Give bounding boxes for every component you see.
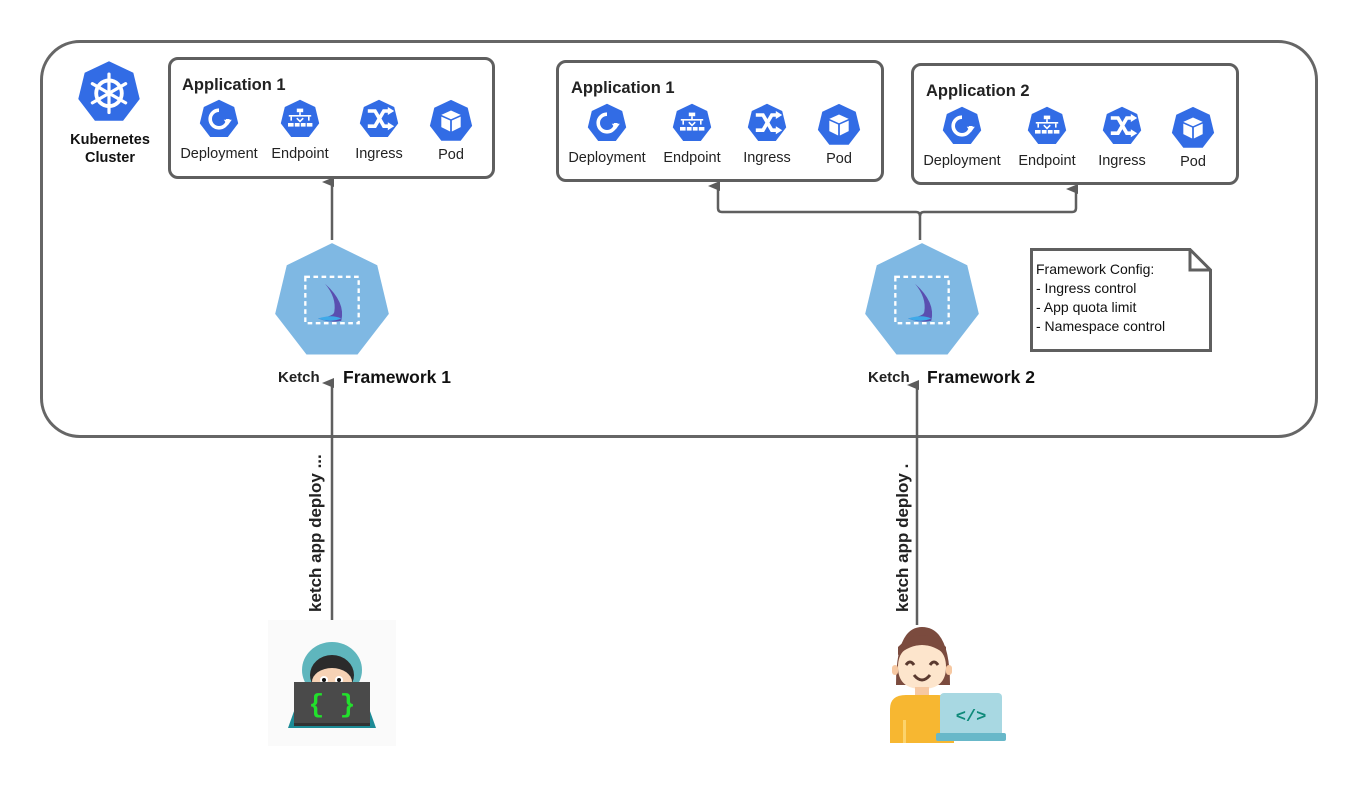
ingress-icon bbox=[1102, 106, 1142, 146]
resource-label: Endpoint bbox=[271, 146, 329, 162]
resource-ingress: Ingress bbox=[337, 99, 421, 162]
command-label: ketch app deploy ... bbox=[306, 454, 325, 612]
ketch-sail-icon bbox=[908, 283, 933, 322]
resource-endpoint: Endpoint bbox=[1005, 106, 1089, 169]
resource-ingress: Ingress bbox=[1080, 106, 1164, 169]
framework-name: Framework 2 bbox=[927, 367, 1035, 387]
ketch-framework-icon bbox=[275, 243, 389, 355]
ingress-icon bbox=[359, 99, 399, 139]
resource-endpoint: Endpoint bbox=[650, 103, 734, 166]
svg-text:{ }: { } bbox=[309, 690, 356, 720]
resource-pod: Pod bbox=[1151, 106, 1235, 170]
svg-text:</>: </> bbox=[956, 708, 987, 727]
developer-hooded-laptop-icon: { } bbox=[268, 620, 396, 746]
resource-label: Deployment bbox=[568, 150, 646, 166]
pod-icon bbox=[1171, 106, 1215, 150]
application-title: Application 2 bbox=[926, 82, 1030, 100]
resource-ingress: Ingress bbox=[725, 103, 809, 166]
pod-icon bbox=[429, 99, 473, 143]
resource-label: Endpoint bbox=[1018, 153, 1076, 169]
deployment-icon bbox=[942, 106, 982, 146]
application-title: Application 1 bbox=[182, 76, 286, 94]
command-label: ketch app deploy . bbox=[893, 463, 912, 612]
resource-pod: Pod bbox=[409, 99, 493, 163]
developer-woman-laptop-icon: </> bbox=[890, 627, 1006, 743]
resource-label: Pod bbox=[826, 151, 852, 167]
framework-config-text: Framework Config: - Ingress control - Ap… bbox=[1036, 261, 1166, 334]
ketch-label: Ketch bbox=[868, 369, 910, 386]
deployment-icon bbox=[199, 99, 239, 139]
endpoint-icon bbox=[1027, 106, 1067, 146]
application-title: Application 1 bbox=[571, 79, 675, 97]
resource-deployment: Deployment bbox=[177, 99, 261, 162]
framework-name: Framework 1 bbox=[343, 367, 451, 387]
kubernetes-cluster-boundary bbox=[40, 40, 1318, 438]
cluster-label-line1: Kubernetes bbox=[70, 132, 150, 148]
resource-deployment: Deployment bbox=[565, 103, 649, 166]
resource-deployment: Deployment bbox=[920, 106, 1004, 169]
ketch-label: Ketch bbox=[278, 369, 320, 386]
resource-label: Ingress bbox=[1098, 153, 1146, 169]
arrow-fw2-to-app2 bbox=[918, 184, 1078, 217]
resource-label: Ingress bbox=[355, 146, 403, 162]
resource-endpoint: Endpoint bbox=[258, 99, 342, 162]
resource-label: Pod bbox=[1180, 154, 1206, 170]
ingress-icon bbox=[747, 103, 787, 143]
deployment-icon bbox=[587, 103, 627, 143]
ketch-sail-icon bbox=[318, 283, 343, 322]
endpoint-icon bbox=[280, 99, 320, 139]
cluster-label: Kubernetes Cluster bbox=[60, 131, 160, 167]
resource-label: Deployment bbox=[180, 146, 258, 162]
resource-label: Pod bbox=[438, 147, 464, 163]
ketch-framework-icon bbox=[865, 243, 979, 355]
pod-icon bbox=[817, 103, 861, 147]
resource-label: Ingress bbox=[743, 150, 791, 166]
resource-label: Endpoint bbox=[663, 150, 721, 166]
cluster-label-line2: Cluster bbox=[85, 150, 135, 166]
endpoint-icon bbox=[672, 103, 712, 143]
resource-label: Deployment bbox=[923, 153, 1001, 169]
framework-config-note bbox=[1030, 248, 1212, 352]
resource-pod: Pod bbox=[797, 103, 881, 167]
arrow-fw2-to-apps bbox=[708, 181, 922, 240]
